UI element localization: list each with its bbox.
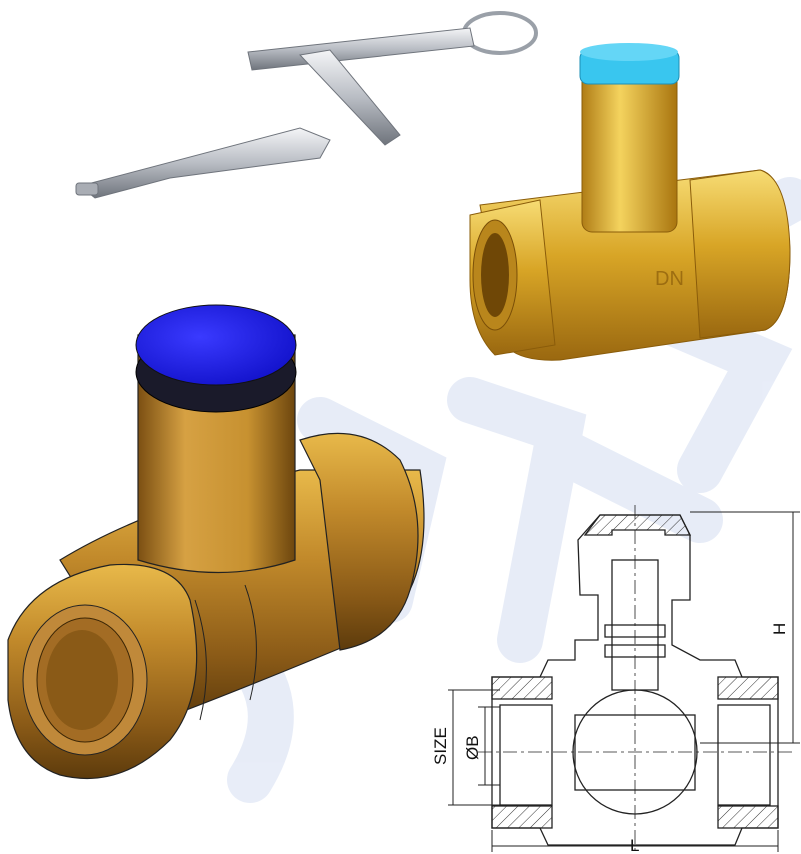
dimension-lines — [448, 511, 800, 852]
height-label: H — [770, 623, 789, 635]
svg-text:DN: DN — [655, 268, 684, 290]
blue-cap-3d — [135, 304, 297, 386]
size-label: SIZE — [431, 727, 450, 765]
bore-label: ØB — [463, 735, 482, 760]
key-shaft — [75, 27, 475, 199]
blue-cap-photo — [579, 43, 680, 85]
length-label: L — [630, 836, 639, 854]
